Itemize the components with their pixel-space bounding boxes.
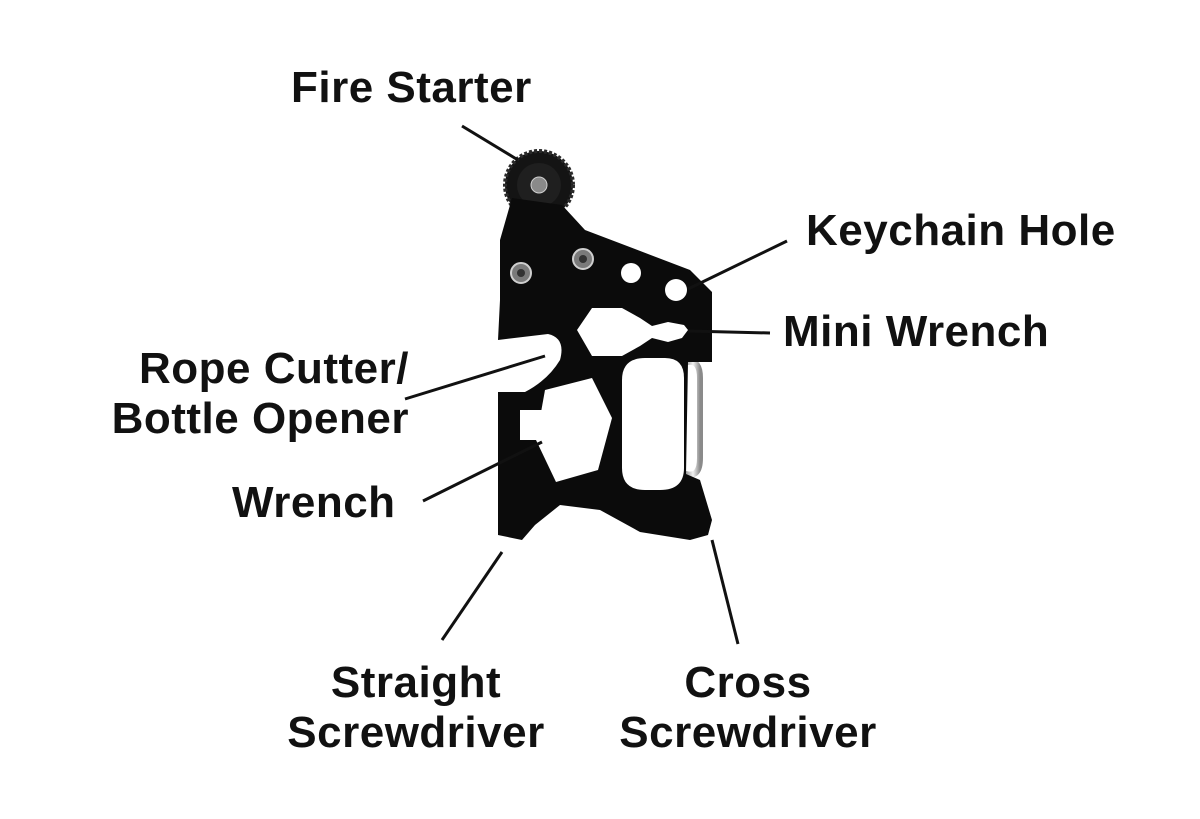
keychain-holes: [621, 263, 687, 301]
leader-cross-screwdriver: [710, 539, 740, 645]
label-rope-cutter-line2: Bottle Opener: [111, 394, 409, 443]
label-cross-screwdriver: Cross Screwdriver: [606, 658, 890, 758]
label-wrench: Wrench: [232, 478, 396, 527]
mini-wrench-cutout: [577, 308, 688, 356]
label-straight-line1: Straight: [330, 658, 502, 707]
carabiner-wire: [683, 358, 703, 478]
label-rope-cutter: Rope Cutter/ Bottle Opener: [85, 344, 409, 444]
leader-fire-starter: [461, 124, 519, 162]
oval-cutout: [622, 358, 684, 490]
leader-lines: [404, 124, 788, 645]
label-cross-line1: Cross: [684, 658, 812, 707]
leader-wrench: [422, 440, 543, 503]
hex-wrench-cutout: [536, 378, 612, 482]
leader-rope-cutter: [404, 354, 546, 401]
rope-cutter-notch: [498, 334, 562, 392]
leader-mini-wrench: [687, 329, 771, 335]
leader-straight-screwdriver: [440, 551, 504, 641]
leader-keychain-hole: [687, 239, 788, 291]
label-fire-starter: Fire Starter: [291, 63, 532, 112]
label-straight-screwdriver: Straight Screwdriver: [274, 658, 558, 758]
label-rope-cutter-line1: Rope Cutter/: [139, 344, 409, 393]
label-keychain-hole: Keychain Hole: [806, 206, 1116, 255]
label-mini-wrench: Mini Wrench: [783, 307, 1050, 356]
hex-notch: [520, 410, 546, 440]
screw-heads: [510, 248, 594, 284]
label-cross-line2: Screwdriver: [619, 708, 877, 757]
label-straight-line2: Screwdriver: [287, 708, 545, 757]
